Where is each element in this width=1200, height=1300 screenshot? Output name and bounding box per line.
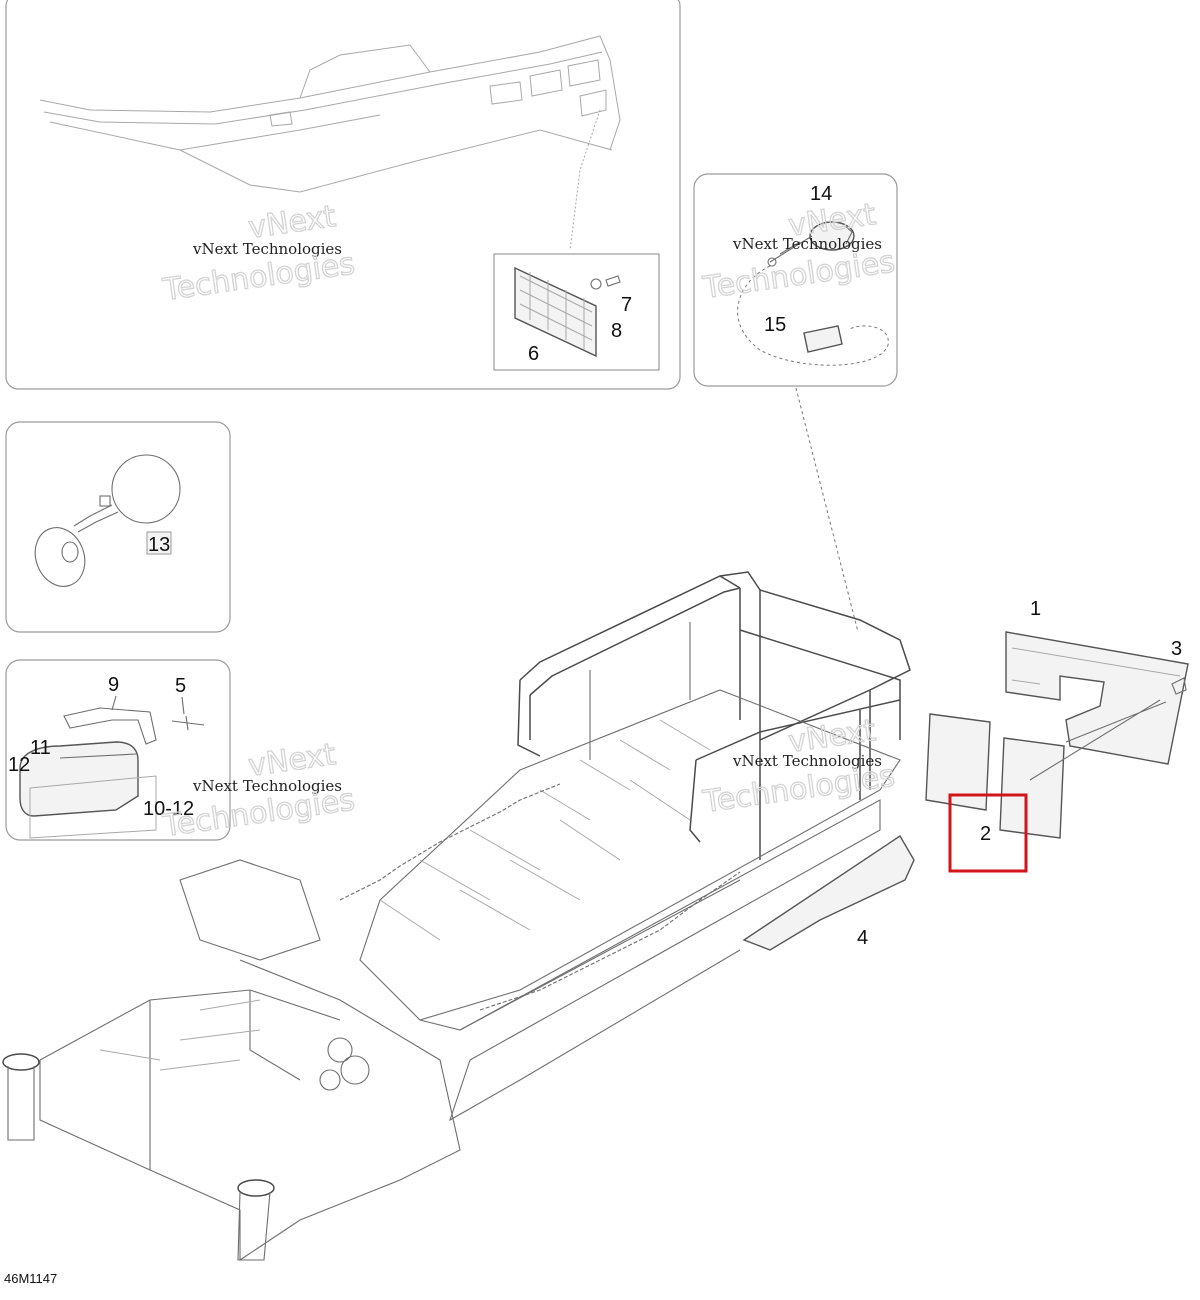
ignition-drawing — [737, 221, 889, 366]
callout-1: 1 — [1030, 598, 1041, 620]
callout-2: 2 — [980, 823, 991, 845]
callout-10-12: 10-12 — [143, 798, 194, 820]
mud-flap-icon — [1005, 631, 1189, 765]
callout-15: 15 — [764, 314, 786, 336]
drawing-number: 46M1147 — [4, 1271, 58, 1286]
panel-seat-kit: 9 5 11 12 10-12 — [5, 659, 231, 841]
callout-9: 9 — [108, 674, 119, 696]
snow-guard-icon — [742, 835, 915, 951]
bolt-icon — [171, 715, 205, 731]
shock-mount-icon — [2, 1053, 40, 1071]
callout-13: 13 — [148, 534, 170, 556]
mud-flap-assembly: 1 3 4 2 — [742, 598, 1189, 951]
leader-line — [795, 387, 859, 633]
callout-5: 5 — [175, 675, 186, 697]
panel-ignition: 14 15 vNext Technologies vNext Technolog… — [693, 173, 898, 387]
horn-icon — [34, 454, 181, 587]
callout-7: 7 — [621, 294, 632, 316]
ignition-switch-icon — [809, 221, 855, 251]
inset-reflector: 7 8 6 — [493, 253, 660, 371]
callout-3: 3 — [1171, 638, 1182, 660]
watermark-label: vNext Technologies — [192, 240, 342, 258]
washer-icon — [590, 278, 602, 290]
watermark-label: vNext Technologies — [732, 752, 882, 770]
callout-12: 12 — [8, 754, 30, 776]
flap-panel-icon — [999, 737, 1065, 839]
callout-6: 6 — [528, 343, 539, 365]
seat-cushion-icon — [19, 741, 139, 817]
callout-11: 11 — [30, 737, 51, 759]
watermark-label: vNext Technologies — [192, 777, 342, 795]
flap-panel-icon — [925, 713, 991, 811]
panel-horn: 13 — [5, 421, 231, 633]
callout-4: 4 — [857, 927, 868, 949]
rear-fender-drawing — [39, 35, 621, 251]
reflector-icon — [514, 266, 597, 358]
watermark-label: vNext Technologies — [732, 235, 882, 253]
callout-14: 14 — [810, 183, 832, 205]
bracket-icon — [63, 707, 157, 745]
highlight-box — [948, 793, 1028, 873]
panel-rear-fender: 7 8 6 vNext Technologies vNext Technolog… — [5, 0, 681, 390]
screw-icon — [605, 275, 621, 287]
callout-8: 8 — [611, 320, 622, 342]
vehicle-frame — [2, 571, 911, 1261]
connector-icon — [803, 325, 843, 353]
shock-mount-icon — [237, 1179, 275, 1197]
fastener-icon — [1171, 677, 1187, 695]
